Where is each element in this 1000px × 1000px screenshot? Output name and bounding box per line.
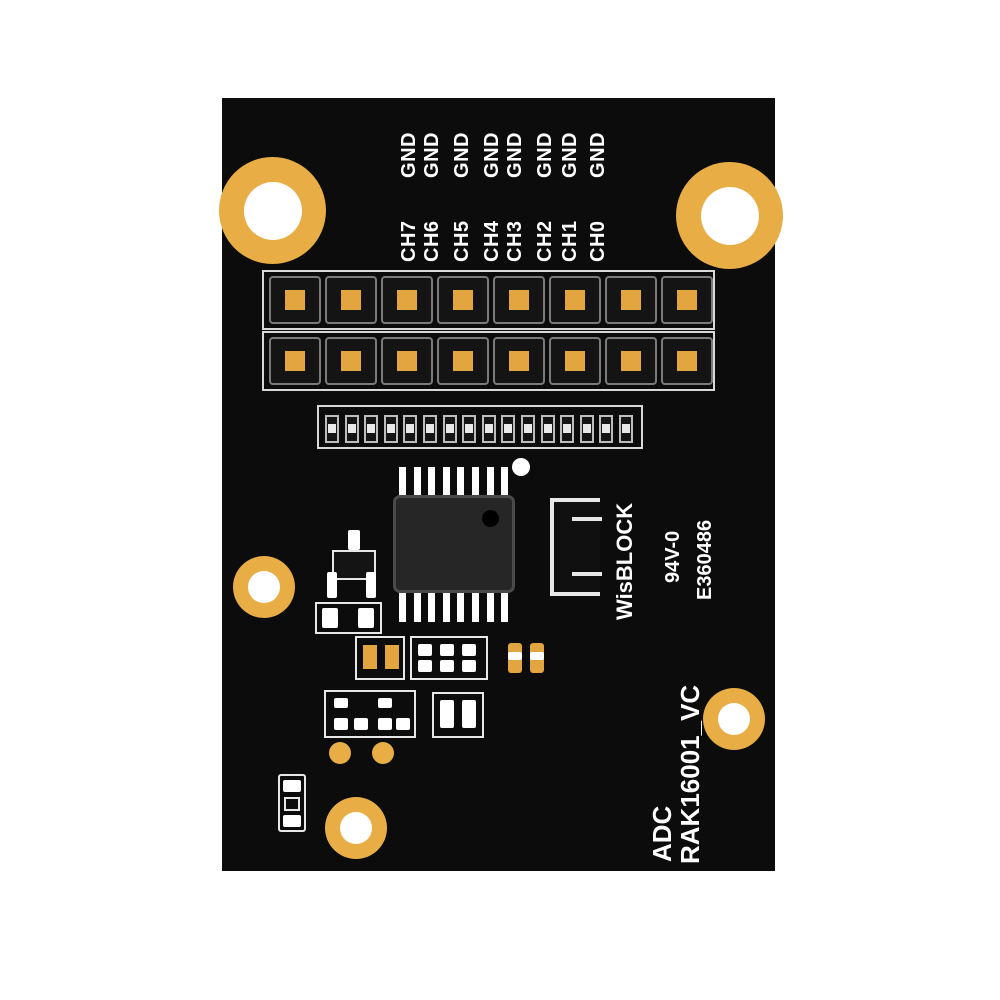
test-pad-2	[372, 742, 394, 764]
mounting-hole-bottom	[325, 797, 387, 859]
gold-pad	[397, 351, 417, 371]
header-pin	[605, 337, 657, 385]
gold-pad	[621, 290, 641, 310]
ic-pin-top	[442, 467, 450, 497]
header-pin	[325, 337, 377, 385]
header-pin	[269, 276, 321, 324]
gold-pad	[285, 351, 305, 371]
board-connector	[317, 405, 643, 449]
ic-pin-bottom	[501, 592, 509, 622]
mounting-hole-top-right	[676, 162, 783, 269]
gold-pad	[397, 290, 417, 310]
header-pin	[661, 276, 713, 324]
gold-pad	[565, 290, 585, 310]
ic-pin-bottom	[472, 592, 479, 622]
header-pin	[493, 337, 545, 385]
header-pin	[269, 337, 321, 385]
function-label: ADC	[647, 805, 677, 862]
ic-pin-bottom	[486, 592, 494, 622]
header-pin	[381, 276, 433, 324]
connector-contact	[540, 415, 555, 443]
header-pin	[325, 276, 377, 324]
ic-pin-bottom	[413, 592, 421, 622]
connector-contact	[462, 415, 477, 443]
mounting-hole-mid-right	[703, 688, 765, 750]
cert-label: E360486	[694, 519, 716, 600]
gold-pad	[565, 351, 585, 371]
header-pin	[661, 337, 713, 385]
mounting-hole-top-left	[219, 157, 326, 264]
connector-contact	[325, 415, 339, 443]
wisblock-connector	[550, 498, 602, 596]
ic-pin-top	[428, 467, 436, 497]
gold-pad	[453, 290, 473, 310]
connector-contact	[579, 415, 594, 443]
pin1-marker-icon	[512, 458, 530, 476]
test-pad-1	[329, 742, 351, 764]
gold-pad	[285, 290, 305, 310]
ic-pin-bottom	[457, 592, 465, 622]
header-pin	[549, 337, 601, 385]
connector-contact	[383, 415, 398, 443]
connector-contact	[344, 415, 359, 443]
gold-pad	[453, 351, 473, 371]
gold-pad	[509, 290, 529, 310]
gold-pad	[341, 290, 361, 310]
ic-pin-top	[486, 467, 494, 497]
connector-contact	[560, 415, 575, 443]
header-pin	[605, 276, 657, 324]
ic-chip	[393, 495, 515, 593]
ic-pin-top	[457, 467, 465, 497]
ic-pin-bottom	[442, 592, 450, 622]
pin-header-row-bottom	[262, 331, 715, 391]
header-pin	[437, 337, 489, 385]
ic-pin-top	[413, 467, 421, 497]
mounting-hole-mid-left	[233, 556, 295, 618]
ic-pin-top	[501, 467, 509, 497]
brand-label: WisBLOCK	[612, 502, 637, 620]
flammability-label: 94V-0	[662, 530, 684, 583]
connector-contact	[501, 415, 516, 443]
pin-header-row-top	[262, 270, 715, 330]
ic-pin-bottom	[399, 592, 406, 622]
module-label: RAK16001_VC	[675, 684, 705, 864]
connector-contact	[403, 415, 418, 443]
connector-contact	[442, 415, 457, 443]
gold-pad	[621, 351, 641, 371]
pin1-dot-icon	[482, 510, 499, 527]
connector-contact	[481, 415, 496, 443]
gold-pad	[677, 290, 697, 310]
ic-pin-bottom	[428, 592, 436, 622]
connector-contact	[521, 415, 535, 443]
gold-pad	[341, 351, 361, 371]
connector-contact	[364, 415, 379, 443]
connector-contact	[619, 415, 633, 443]
ic-pin-top	[399, 467, 406, 497]
header-pin	[381, 337, 433, 385]
ic-pin-top	[472, 467, 479, 497]
gold-pad	[509, 351, 529, 371]
header-pin	[493, 276, 545, 324]
header-pin	[549, 276, 601, 324]
connector-contact	[423, 415, 437, 443]
header-pin	[437, 276, 489, 324]
gold-pad	[677, 351, 697, 371]
connector-contact	[599, 415, 614, 443]
